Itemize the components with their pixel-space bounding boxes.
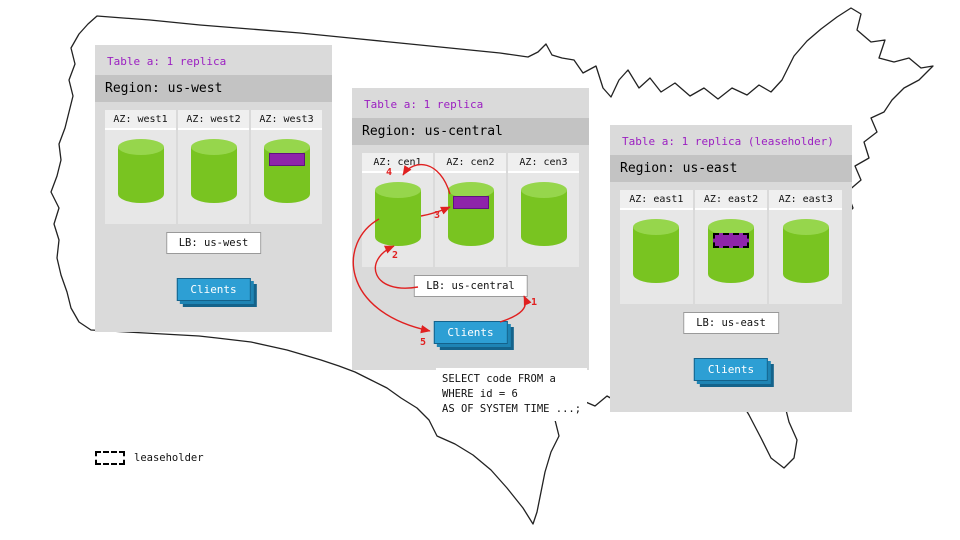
az-label: AZ: cen1 [362, 153, 433, 173]
az-label: AZ: cen2 [435, 153, 506, 173]
az-row: AZ: east1 AZ: east2 AZ: east3 [620, 190, 843, 304]
region-panel-us-west: Table a: 1 replica Region: us-west AZ: w… [95, 45, 332, 332]
az-column-west3: AZ: west3 [251, 110, 322, 224]
sql-query-note: SELECT code FROM a WHERE id = 6 AS OF SY… [436, 368, 588, 421]
step-number-1: 1 [531, 297, 538, 308]
database-cylinder [190, 139, 237, 203]
step-number-3: 3 [434, 210, 441, 221]
az-label: AZ: east1 [620, 190, 693, 210]
region-title: Region: us-west [95, 75, 332, 102]
clients-button-us-west: Clients [176, 278, 251, 301]
step-number-4: 4 [386, 167, 393, 178]
region-panel-us-central: Table a: 1 replica Region: us-central AZ… [352, 88, 589, 370]
sql-line-1: SELECT code FROM a [442, 373, 556, 385]
load-balancer-us-east: LB: us-east [683, 312, 779, 334]
az-label: AZ: west1 [105, 110, 176, 130]
database-cylinder [374, 182, 421, 246]
az-label: AZ: west3 [251, 110, 322, 130]
clients-button-us-central: Clients [433, 321, 508, 344]
database-cylinder [447, 182, 494, 246]
sql-line-3: AS OF SYSTEM TIME ...; [442, 403, 582, 415]
az-column-east1: AZ: east1 [620, 190, 693, 304]
az-column-cen3: AZ: cen3 [508, 153, 579, 267]
database-cylinder [633, 219, 680, 283]
sql-line-2: WHERE id = 6 [442, 388, 518, 400]
step-number-2: 2 [392, 250, 399, 261]
region-title: Region: us-east [610, 155, 852, 182]
database-cylinder [263, 139, 310, 203]
region-panel-us-east: Table a: 1 replica (leaseholder) Region:… [610, 125, 852, 412]
az-column-east2: AZ: east2 [694, 190, 768, 304]
az-column-cen2: AZ: cen2 [435, 153, 506, 267]
az-column-east3: AZ: east3 [769, 190, 843, 304]
replica-range [452, 196, 489, 209]
replica-range [268, 153, 305, 166]
az-column-west2: AZ: west2 [178, 110, 249, 224]
database-cylinder [520, 182, 567, 246]
table-replica-label: Table a: 1 replica (leaseholder) [622, 135, 834, 148]
leaseholder-range [713, 233, 749, 248]
az-label: AZ: cen3 [508, 153, 579, 173]
legend-label: leaseholder [134, 452, 204, 464]
load-balancer-us-central: LB: us-central [413, 275, 528, 297]
legend: leaseholder [95, 451, 204, 465]
az-column-west1: AZ: west1 [105, 110, 176, 224]
az-label: AZ: east3 [769, 190, 843, 210]
database-cylinder [782, 219, 829, 283]
leaseholder-swatch-icon [95, 451, 125, 465]
database-cylinder [708, 219, 754, 283]
az-label: AZ: east2 [694, 190, 768, 210]
clients-button-us-east: Clients [693, 358, 769, 381]
database-cylinder [117, 139, 164, 203]
az-row: AZ: west1 AZ: west2 AZ: west3 [105, 110, 322, 224]
az-label: AZ: west2 [178, 110, 249, 130]
step-number-5: 5 [420, 337, 427, 348]
table-replica-label: Table a: 1 replica [107, 55, 227, 68]
region-title: Region: us-central [352, 118, 589, 145]
table-replica-label: Table a: 1 replica [364, 98, 484, 111]
load-balancer-us-west: LB: us-west [165, 232, 262, 254]
